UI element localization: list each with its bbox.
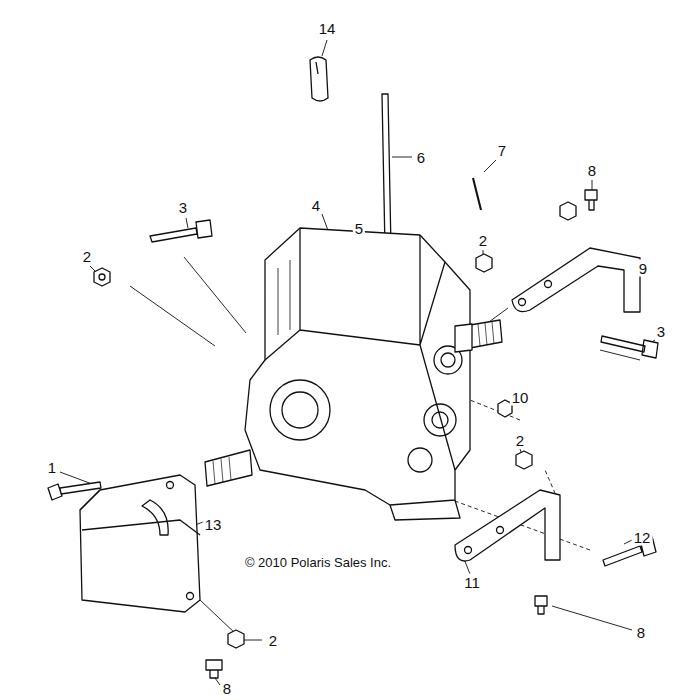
callout-number: 3 — [177, 199, 189, 216]
callout-number: 7 — [496, 142, 508, 159]
callout-number: 2 — [81, 248, 93, 265]
callout-number: 11 — [462, 574, 482, 591]
callout-number: 4 — [310, 197, 322, 214]
callout-number: 2 — [514, 432, 526, 449]
callout-number: 2 — [267, 632, 279, 649]
callout-number: 10 — [510, 389, 531, 406]
callout-number: 12 — [632, 529, 653, 546]
callout-number: 9 — [637, 260, 649, 277]
callout-number: 2 — [477, 232, 489, 249]
callout-number: 8 — [635, 624, 647, 641]
callout-number: 6 — [415, 149, 427, 166]
callout-number: 5 — [353, 220, 365, 237]
callout-number: 8 — [221, 679, 233, 696]
callout-number: 1 — [46, 459, 58, 476]
callout-number: 8 — [586, 162, 598, 179]
callout-number: 13 — [203, 516, 224, 533]
copyright-note: © 2010 Polaris Sales Inc. — [243, 555, 393, 570]
callout-number: 14 — [317, 20, 338, 37]
callout-number: 3 — [655, 323, 667, 340]
